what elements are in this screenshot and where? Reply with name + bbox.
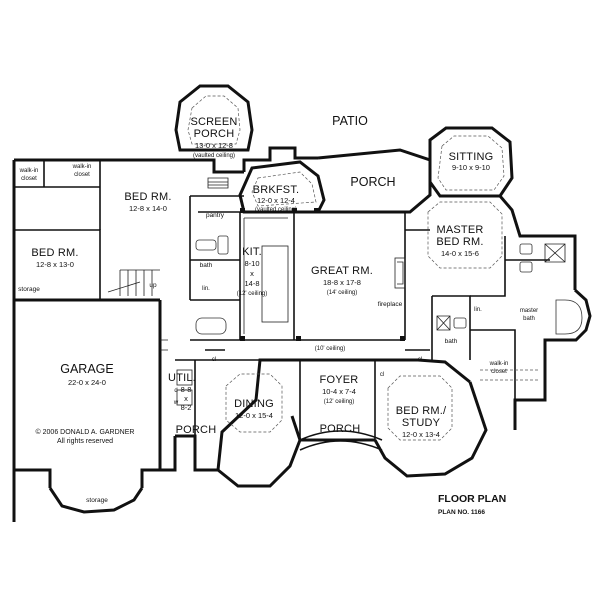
washer-label: w [173, 400, 179, 406]
bed-rm-1-label: BED RM. [124, 191, 171, 203]
plan-number: PLAN NO. 1166 [438, 509, 485, 516]
bed-study-label-2: STUDY [402, 417, 441, 429]
bath-1-label: bath [200, 262, 213, 269]
up-label: up [149, 282, 157, 289]
dryer-label: d [174, 388, 177, 394]
garage-dims: 22-0 x 24-0 [68, 378, 106, 387]
copyright-line1: © 2006 DONALD A. GARDNER [36, 428, 135, 436]
copyright-line2: All rights reserved [57, 438, 113, 445]
great-rm-label: GREAT RM. [311, 265, 373, 277]
title-block: FLOOR PLAN PLAN NO. 1166 [438, 493, 506, 516]
kit-note: (12' ceiling) [237, 291, 268, 297]
screen-porch-dims: 13-0 x 12-8 [195, 141, 233, 150]
walk-in-closet-master-line2: closet [491, 369, 507, 375]
brkfst-note: (vaulted ceiling) [255, 207, 297, 213]
foyer-label: FOYER [320, 374, 359, 386]
bed-study-label-1: BED RM./ [396, 405, 447, 417]
floor-plan-title: FLOOR PLAN [438, 493, 506, 505]
master-bath-line2: bath [523, 316, 535, 322]
great-rm-note: (14' ceiling) [327, 290, 358, 296]
screen-porch-label-2: PORCH [194, 128, 235, 140]
bed-study-dims: 12-0 x 13-4 [402, 430, 440, 439]
brkfst-label: BRKFST. [253, 184, 300, 196]
bed-rm-2-label: BED RM. [31, 247, 78, 259]
kit-label: KIT. [242, 246, 262, 258]
dining-label: DINING [234, 398, 274, 410]
front-porch-label: PORCH [320, 423, 361, 435]
side-porch-label: PORCH [176, 424, 217, 436]
master-bed-dims: 14-0 x 15-6 [441, 249, 479, 258]
brkfst-dims: 12-0 x 12-4 [257, 196, 295, 205]
pantry-label: pantry [206, 212, 225, 219]
walk-in-closet-nw-line1: walk-in [19, 168, 39, 174]
storage-1-label: storage [18, 286, 40, 293]
garage-label: GARAGE [60, 362, 114, 376]
sitting-label: SITTING [449, 151, 494, 163]
walk-in-closet-n-line1: walk-in [72, 164, 92, 170]
master-bed-label-1: MASTER [436, 224, 483, 236]
walk-in-closet-nw-line2: closet [21, 176, 37, 182]
lin-2-label: lin. [474, 307, 482, 313]
ten-ft-ceiling-label: (10' ceiling) [315, 346, 346, 352]
fixtures [107, 95, 583, 441]
bed-rm-2-dims: 12-8 x 13-0 [36, 260, 74, 269]
walk-in-closet-n-line2: closet [74, 172, 90, 178]
util-dims-2: x [184, 394, 188, 403]
foyer-dims: 10-4 x 7-4 [322, 387, 356, 396]
util-dims-3: 8-2 [181, 403, 192, 412]
bed-rm-1-dims: 12-8 x 14-0 [129, 204, 167, 213]
room-labels: SCREEN PORCH 13-0 x 12-8 (vaulted ceilin… [18, 114, 538, 504]
foyer-note: (12' ceiling) [324, 399, 355, 405]
dining-dims: 12-0 x 15-4 [235, 411, 273, 420]
closet-2-label: cl [418, 357, 422, 363]
patio-label: PATIO [332, 114, 368, 128]
closet-3-label: cl [380, 372, 384, 378]
fireplace-label: fireplace [378, 301, 403, 308]
util-label: UTIL. [168, 372, 196, 384]
great-rm-dims: 18-8 x 17-8 [323, 278, 361, 287]
bath-2-label: bath [445, 338, 458, 345]
walk-in-closet-master-line1: walk-in [489, 361, 509, 367]
kit-dims-1: 8-10 [244, 259, 259, 268]
closet-1-label: cl [212, 357, 216, 363]
copyright-block: © 2006 DONALD A. GARDNER All rights rese… [36, 428, 135, 445]
screen-porch-note: (vaulted ceiling) [193, 153, 235, 159]
exterior-walls [12, 84, 592, 522]
sitting-dims: 9-10 x 9-10 [452, 163, 490, 172]
screen-porch-label-1: SCREEN [190, 116, 237, 128]
util-dims-1: 8-8 [181, 385, 192, 394]
kit-dims-3: 14-8 [244, 279, 259, 288]
master-bath-line1: master [520, 308, 538, 314]
master-bed-label-2: BED RM. [436, 236, 483, 248]
storage-2-label: storage [86, 497, 108, 504]
rear-porch-label: PORCH [350, 175, 395, 189]
kit-dims-2: x [250, 269, 254, 278]
lin-1-label: lin. [202, 286, 210, 292]
